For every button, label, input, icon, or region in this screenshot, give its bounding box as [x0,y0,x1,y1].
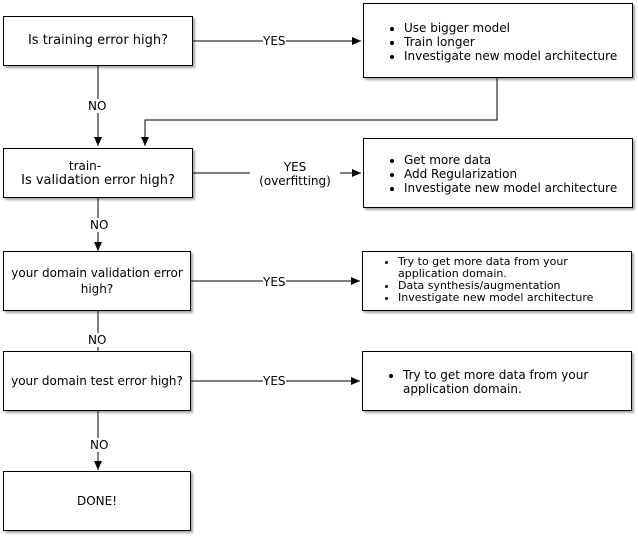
action-domain-validation-error: Try to get more data from your applicati… [362,251,632,311]
edge-label-no-2: NO [90,218,109,232]
node-domain-validation-error: your domain validation error high? [3,251,191,311]
action-training-error-list: Use bigger model Train longer Investigat… [364,21,632,63]
list-item: Add Regularization [404,167,632,181]
edge-label-yes-1: YES [263,34,286,48]
edge-label-no-4: NO [90,438,109,452]
list-item: Investigate new model architecture [404,181,632,195]
action-domain-test-error: Try to get more data from your applicati… [362,351,632,411]
node-validation-error-prefix: train- [68,158,102,173]
node-domain-validation-error-text: your domain validation error high? [11,266,183,296]
node-done: DONE! [3,471,191,531]
list-item: Investigate new model architecture [398,292,631,304]
edge-label-yes-2-note: (overfitting) [259,174,331,188]
action-validation-error: Get more data Add Regularization Investi… [363,138,633,208]
action-domain-test-error-list: Try to get more data from your applicati… [363,368,631,396]
list-item: Get more data [404,153,632,167]
edge-label-no-1: NO [88,99,107,113]
action-domain-validation-error-list: Try to get more data from your applicati… [363,256,631,304]
list-item: Data synthesis/augmentation [398,280,631,292]
list-item: Try to get more data from your applicati… [398,256,631,280]
edge-label-no-3: NO [88,333,107,347]
edge-label-yes-3: YES [263,275,286,289]
list-item: Use bigger model [404,21,632,35]
edge-feedback-loop [141,78,498,146]
node-domain-test-error-text: your domain test error high? [11,374,183,388]
action-validation-error-list: Get more data Add Regularization Investi… [364,153,632,195]
edge-label-yes-2-text: YES [283,160,307,174]
list-item: Train longer [404,35,632,49]
node-done-text: DONE! [76,494,118,508]
list-item: Try to get more data from your applicati… [403,368,623,396]
action-training-error: Use bigger model Train longer Investigat… [363,3,633,78]
node-validation-error-text: Is validation error high? [21,172,175,188]
node-domain-test-error: your domain test error high? [3,351,191,411]
node-validation-error: train- Is validation error high? [3,148,193,198]
edge-label-yes-4: YES [263,374,286,388]
edge-label-yes-2: YES (overfitting) [250,160,340,188]
node-training-error: Is training error high? [3,16,193,66]
node-training-error-text: Is training error high? [27,33,169,48]
list-item: Investigate new model architecture [404,49,632,63]
